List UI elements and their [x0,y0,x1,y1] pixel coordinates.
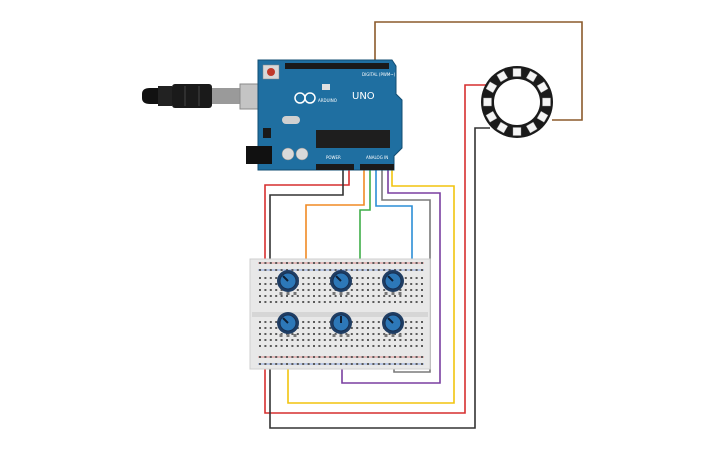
neopixel-led [496,121,508,134]
neopixel-ring[interactable] [481,66,553,138]
neopixel-led [526,121,538,134]
analog-header[interactable] [360,164,394,170]
analog-label: ANALOG IN [366,155,388,160]
wire-purple-a4[interactable] [341,170,441,384]
neopixel-led [485,111,498,123]
voltage-regulator [263,128,271,138]
led-indicator [322,84,330,90]
neopixel-led [536,81,549,93]
neopixel-led [526,70,538,83]
ring-leds [483,68,551,136]
wire-red-ring-power[interactable] [264,84,488,414]
wire-yellow-a5[interactable] [287,170,455,404]
potentiometers [277,270,404,337]
wire-brown-data[interactable] [374,21,583,121]
potentiometer[interactable] [277,270,299,295]
neopixel-led [496,70,508,83]
potentiometer[interactable] [382,270,404,295]
power-label: POWER [326,155,341,160]
neopixel-led [536,111,549,123]
potentiometer[interactable] [330,312,352,337]
potentiometer[interactable] [277,312,299,337]
neopixel-led [483,97,492,107]
potentiometer[interactable] [382,312,404,337]
model-label: UNO [352,91,375,102]
wire-black-ring-ground[interactable] [269,127,490,429]
usb-cable-icon[interactable] [142,83,277,110]
arduino-uno-board[interactable]: DIGITAL (PWM~) ARDUINO UNO POWER ANALOG … [246,59,403,171]
potentiometer[interactable] [330,270,352,295]
infinity-logo-icon [294,92,316,104]
neopixel-led [512,68,522,77]
reset-button-cap[interactable] [267,68,275,76]
brand-label: ARDUINO [318,98,337,103]
neopixel-led [485,81,498,93]
power-jack[interactable] [246,146,272,164]
capacitor [295,147,309,161]
neopixel-led [542,97,551,107]
neopixel-led [512,127,522,136]
digital-header-label: DIGITAL (PWM~) [362,72,396,77]
crystal-oscillator [282,116,300,124]
capacitor [281,147,295,161]
digital-header[interactable] [285,63,389,69]
atmega-chip [316,130,390,148]
power-header[interactable] [316,164,354,170]
